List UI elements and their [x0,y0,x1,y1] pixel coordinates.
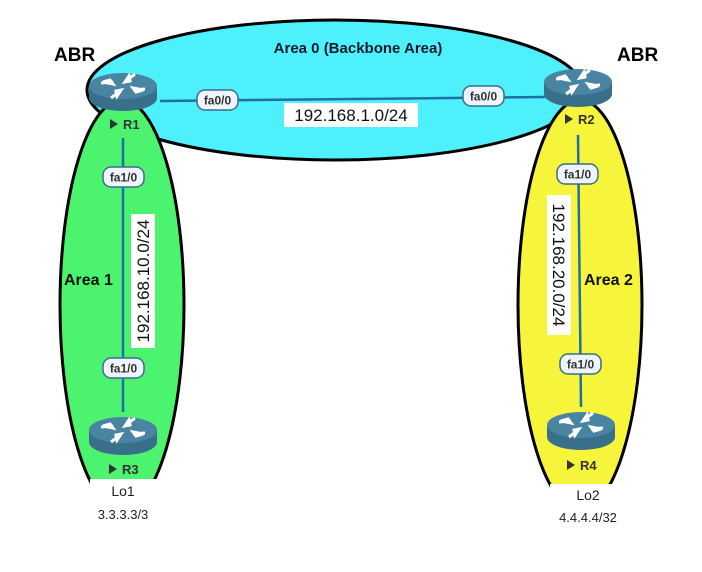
abr-label-right: ABR [617,45,658,66]
net-label-bg-area1 [131,214,155,348]
loopback-address-r4: 4.4.4.4/32 [559,510,617,525]
router-label-r2: R2 [578,112,595,127]
router-r3[interactable] [87,415,159,457]
loopback-name-r3: Lo1 [111,483,135,499]
router-label-r3: R3 [122,462,139,477]
net-label-bg-area0 [284,103,418,127]
svg-text:fa0/0: fa0/0 [470,90,498,104]
lo1-label-bg [90,479,160,523]
abr-label-left: ABR [54,45,95,66]
interface-badge-r4-fa1-0[interactable]: fa1/0 [559,353,602,375]
net-label-bg-area2 [547,195,571,335]
router-icon [87,71,159,113]
area1-label: Area 1 [64,272,113,289]
area0-label: Area 0 (Backbone Area) [274,40,443,57]
lo2-label-bg [550,484,622,528]
svg-text:fa1/0: fa1/0 [567,358,595,372]
play-icon [565,114,573,124]
router-icon [542,67,614,109]
play-icon [109,464,117,474]
router-r4[interactable] [545,410,617,452]
area2-label: Area 2 [584,272,633,289]
interface-badge-r3-fa1-0[interactable]: fa1/0 [102,357,145,379]
svg-text:fa1/0: fa1/0 [110,362,138,376]
svg-text:fa1/0: fa1/0 [110,171,138,185]
router-label-r1: R1 [123,117,140,132]
router-label-r4: R4 [580,458,597,473]
router-r1[interactable] [87,71,159,113]
svg-text:fa0/0: fa0/0 [204,94,232,108]
network-label-192-168-1-0: 192.168.1.0/24 [294,106,407,125]
network-label-192-168-20-0: 192.168.20.0/24 [549,204,568,327]
play-icon [567,460,575,470]
loopback-address-r3: 3.3.3.3/3 [98,507,149,522]
interface-badge-r1-fa0-0[interactable]: fa0/0 [196,89,239,111]
router-icon [545,410,617,452]
svg-text:fa1/0: fa1/0 [564,168,592,182]
loopback-name-r4: Lo2 [576,487,600,503]
interface-badge-r1-fa1-0[interactable]: fa1/0 [102,166,145,188]
interface-badge-r2-fa0-0[interactable]: fa0/0 [462,85,505,107]
play-icon [110,119,118,129]
interface-badge-r2-fa1-0[interactable]: fa1/0 [556,163,599,185]
router-r2[interactable] [542,67,614,109]
router-icon [87,415,159,457]
network-label-192-168-10-0: 192.168.10.0/24 [134,220,153,343]
